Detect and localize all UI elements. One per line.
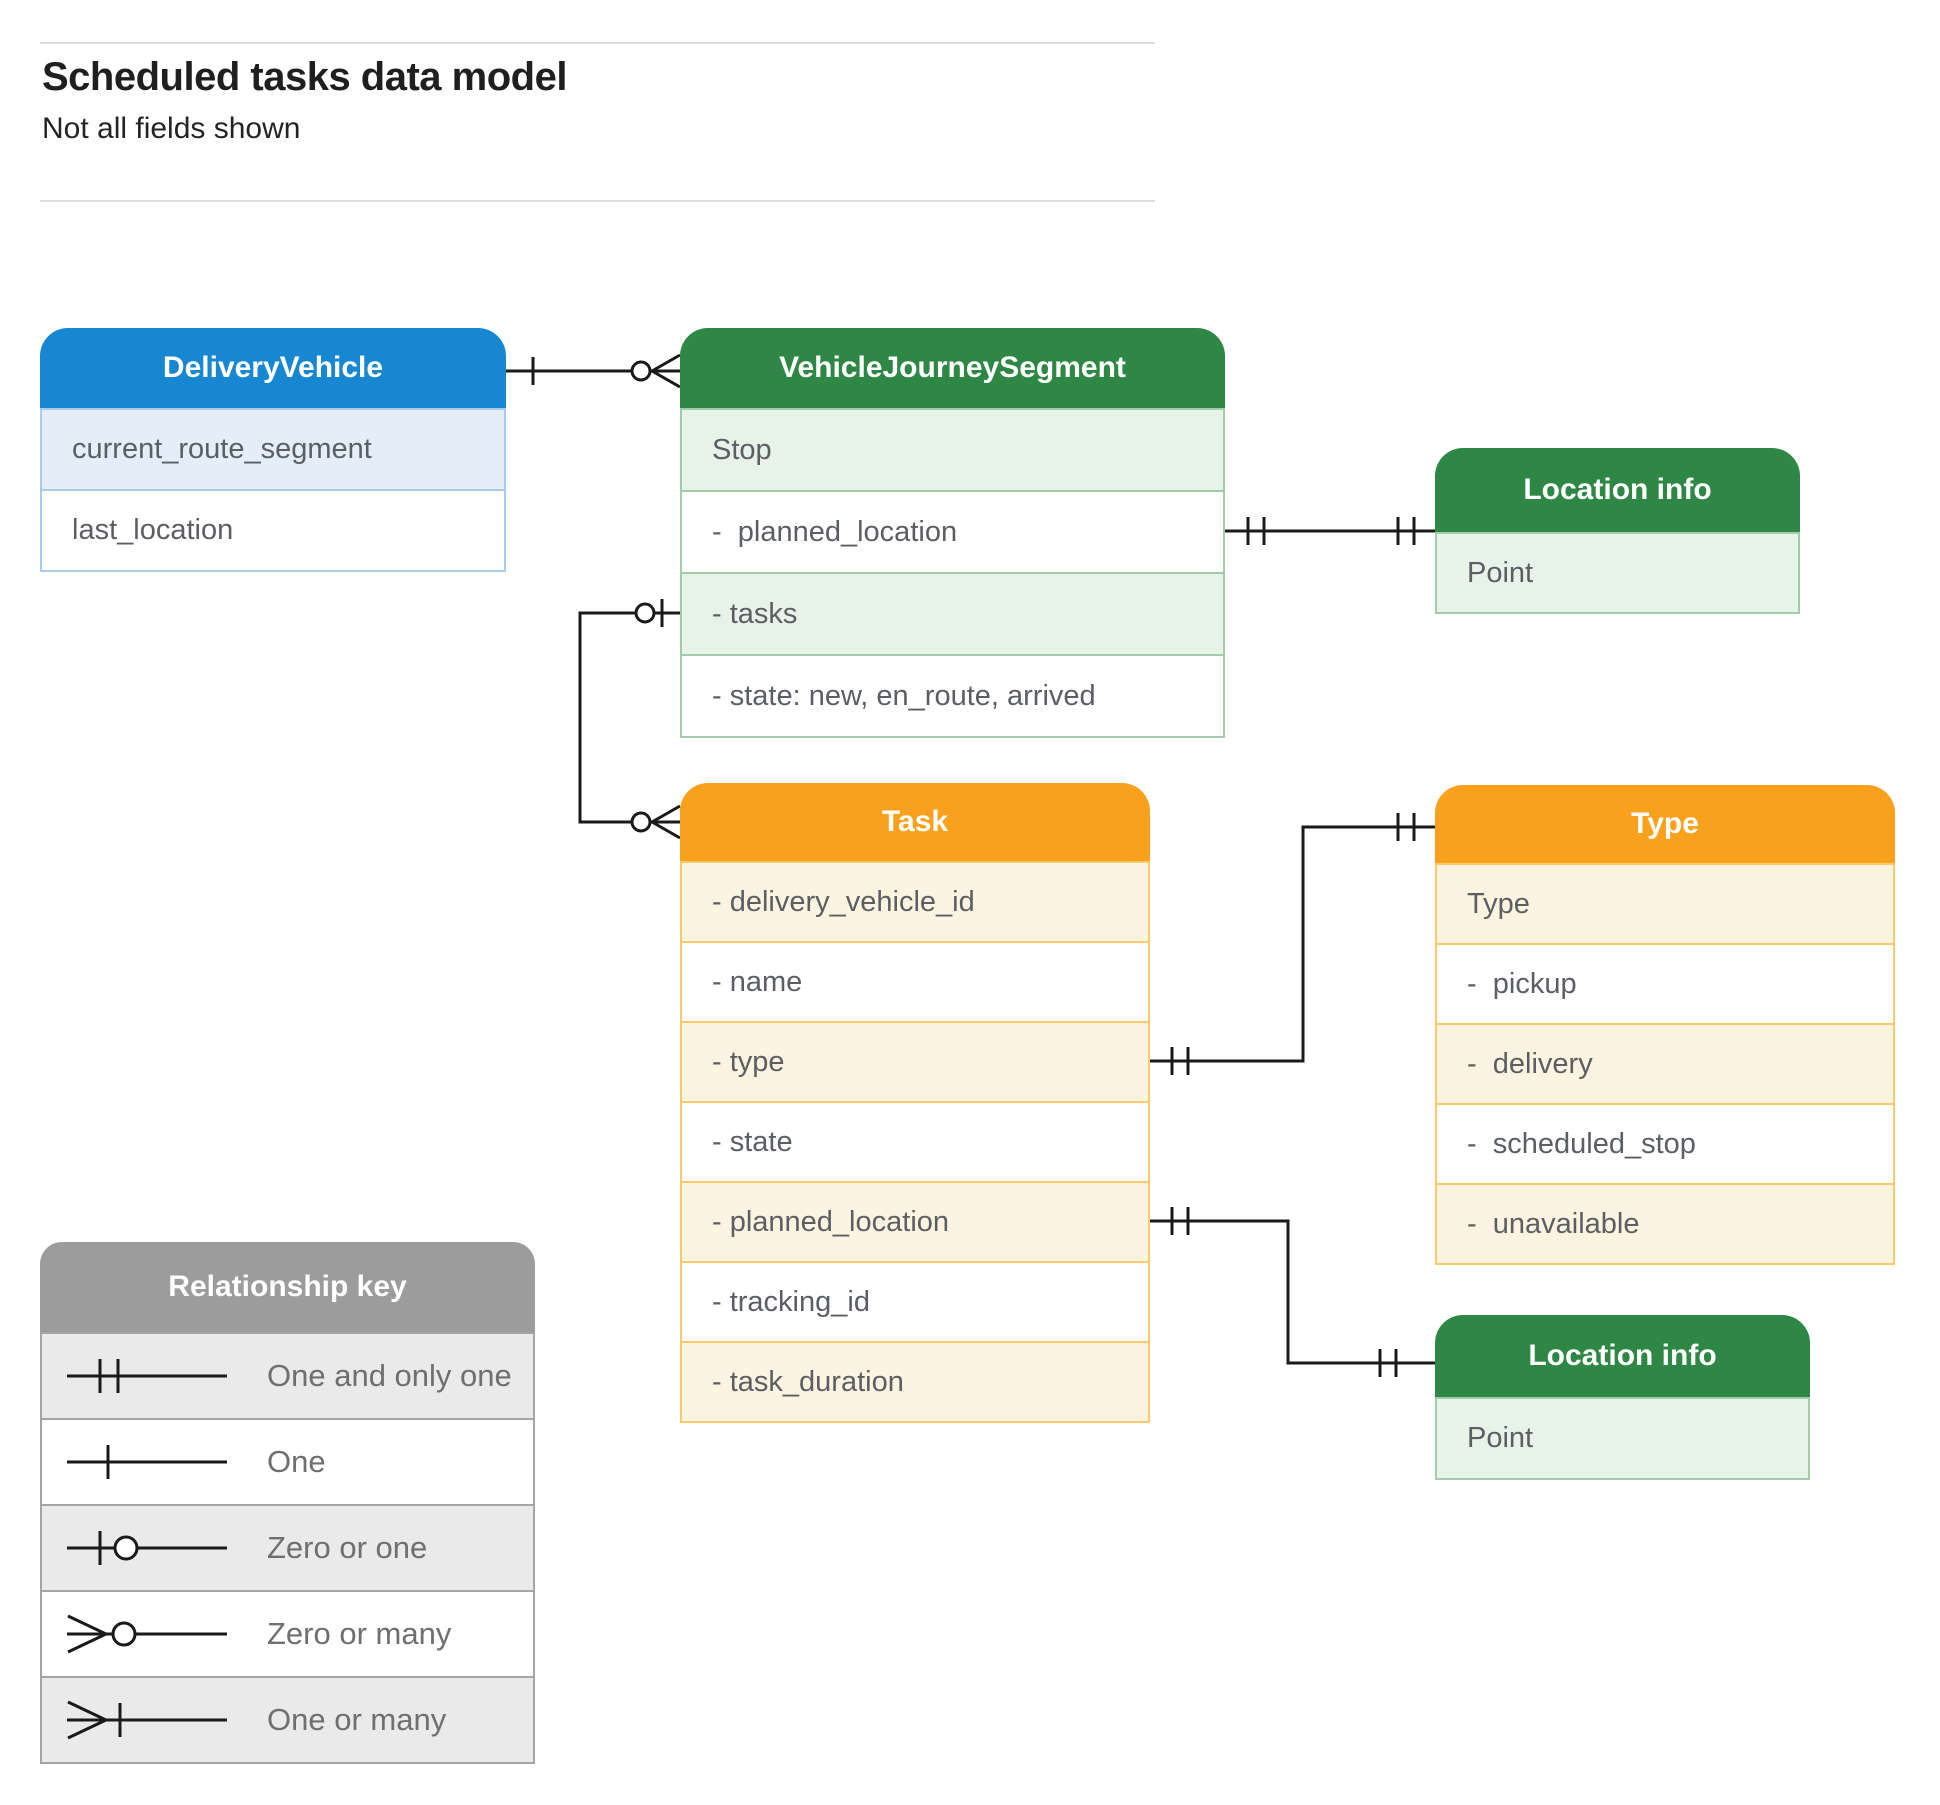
entity-title: VehicleJourneySegment [680, 328, 1225, 408]
legend-item-label: Zero or many [267, 1616, 452, 1651]
rel-tasks-to-task [578, 599, 681, 840]
top-divider [40, 42, 1155, 44]
entity-row: - type [682, 1021, 1148, 1101]
legend-rows: One and only one One Zero or one [40, 1332, 535, 1764]
legend-item: One or many [42, 1676, 533, 1762]
entity-task: Task - delivery_vehicle_id - name - type… [680, 783, 1150, 1423]
entity-row: Type [1437, 863, 1893, 943]
entity-rows: Type - pickup - delivery - scheduled_sto… [1435, 863, 1895, 1265]
legend-item: Zero or many [42, 1590, 533, 1676]
entity-row: current_route_segment [42, 408, 504, 489]
zero-or-many-symbol [67, 1614, 227, 1654]
legend-item: Zero or one [42, 1504, 533, 1590]
entity-title: Location info [1435, 448, 1800, 532]
entity-row: - unavailable [1437, 1183, 1893, 1263]
legend-item: One [42, 1418, 533, 1504]
entity-row: - state: new, en_route, arrived [682, 654, 1223, 736]
rel-plannedlocation-to-locationinfo-top [1225, 517, 1435, 545]
page-subtitle: Not all fields shown [42, 112, 301, 145]
sub-divider [40, 200, 1155, 202]
rel-plannedlocation-to-locationinfo-bottom [1150, 1207, 1435, 1377]
entity-delivery-vehicle: DeliveryVehicle current_route_segment la… [40, 328, 506, 572]
crow-foot-symbol [651, 369, 681, 389]
entity-row: Point [1437, 532, 1798, 612]
entity-row: - delivery [1437, 1023, 1893, 1103]
entity-title: Location info [1435, 1315, 1810, 1397]
crow-foot-symbol [651, 804, 681, 824]
legend-item-label: One and only one [267, 1358, 512, 1393]
one-or-many-symbol [67, 1700, 227, 1740]
entity-row: - planned_location [682, 1181, 1148, 1261]
entity-row: - tracking_id [682, 1261, 1148, 1341]
zero-or-one-symbol [67, 1531, 227, 1565]
entity-row: Point [1437, 1397, 1808, 1478]
legend-item: One and only one [42, 1332, 533, 1418]
entity-location-info-top: Location info Point [1435, 448, 1800, 614]
entity-title: Type [1435, 785, 1895, 863]
crow-foot-symbol [651, 820, 681, 840]
entity-row: - task_duration [682, 1341, 1148, 1421]
entity-title: DeliveryVehicle [40, 328, 506, 408]
rel-deliveryvehicle-to-vehiclejourneysegment [506, 353, 681, 389]
entity-row: - delivery_vehicle_id [682, 861, 1148, 941]
entity-rows: Stop - planned_location - tasks - state:… [680, 408, 1225, 738]
entity-row: Stop [682, 408, 1223, 490]
entity-rows: Point [1435, 532, 1800, 614]
relationship-key-legend: Relationship key One and only one One [40, 1242, 535, 1764]
legend-item-label: One or many [267, 1702, 447, 1737]
entity-rows: current_route_segment last_location [40, 408, 506, 572]
entity-row: last_location [42, 489, 504, 570]
one-symbol [67, 1445, 227, 1479]
entity-row: - pickup [1437, 943, 1893, 1023]
entity-row: - scheduled_stop [1437, 1103, 1893, 1183]
rel-type-to-type-entity [1150, 813, 1435, 1075]
entity-rows: - delivery_vehicle_id - name - type - st… [680, 861, 1150, 1423]
zero-circle-symbol [630, 811, 652, 833]
legend-item-label: One [267, 1444, 326, 1479]
entity-type: Type Type - pickup - delivery - schedule… [1435, 785, 1895, 1265]
entity-row: - planned_location [682, 490, 1223, 572]
entity-rows: Point [1435, 1397, 1810, 1480]
entity-vehicle-journey-segment: VehicleJourneySegment Stop - planned_loc… [680, 328, 1225, 738]
crow-foot-symbol [651, 353, 681, 373]
zero-circle-symbol [634, 602, 656, 624]
legend-item-label: Zero or one [267, 1530, 428, 1565]
legend-title: Relationship key [40, 1242, 535, 1332]
zero-circle-symbol [630, 360, 652, 382]
page-title: Scheduled tasks data model [42, 55, 567, 99]
entity-row: - name [682, 941, 1148, 1021]
entity-title: Task [680, 783, 1150, 861]
entity-row: - tasks [682, 572, 1223, 654]
one-and-only-one-symbol [67, 1359, 227, 1393]
entity-row: - state [682, 1101, 1148, 1181]
entity-location-info-bottom: Location info Point [1435, 1315, 1810, 1480]
